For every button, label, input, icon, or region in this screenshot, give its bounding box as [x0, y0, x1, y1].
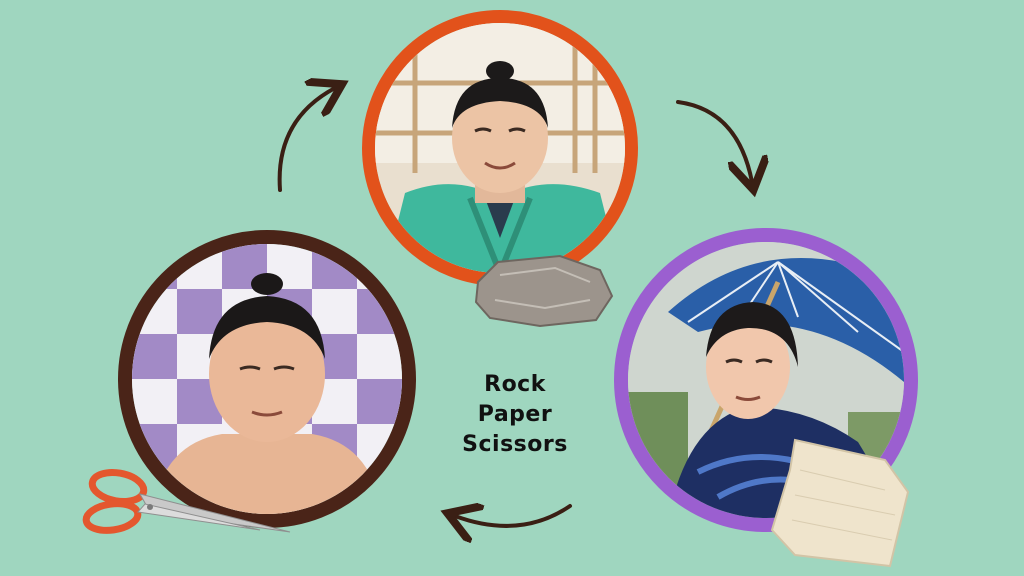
paper-wrestler-photo — [614, 228, 918, 532]
rock-wrestler-photo — [362, 10, 638, 286]
cycle-arrow-icon — [676, 100, 752, 182]
cycle-arrow-icon — [455, 506, 572, 526]
scissors-wrestler-photo — [118, 230, 416, 528]
paper-wrestler-image — [628, 242, 904, 518]
title-line-paper: Paper — [477, 402, 553, 427]
rock-wrestler-image — [375, 23, 625, 273]
cycle-arrow-icon — [277, 88, 335, 192]
title-line-rock: Rock — [484, 372, 546, 397]
scissors-wrestler-image — [132, 244, 402, 514]
title-text: Rock Paper Scissors — [430, 370, 600, 460]
title-line-scissors: Scissors — [462, 432, 568, 457]
